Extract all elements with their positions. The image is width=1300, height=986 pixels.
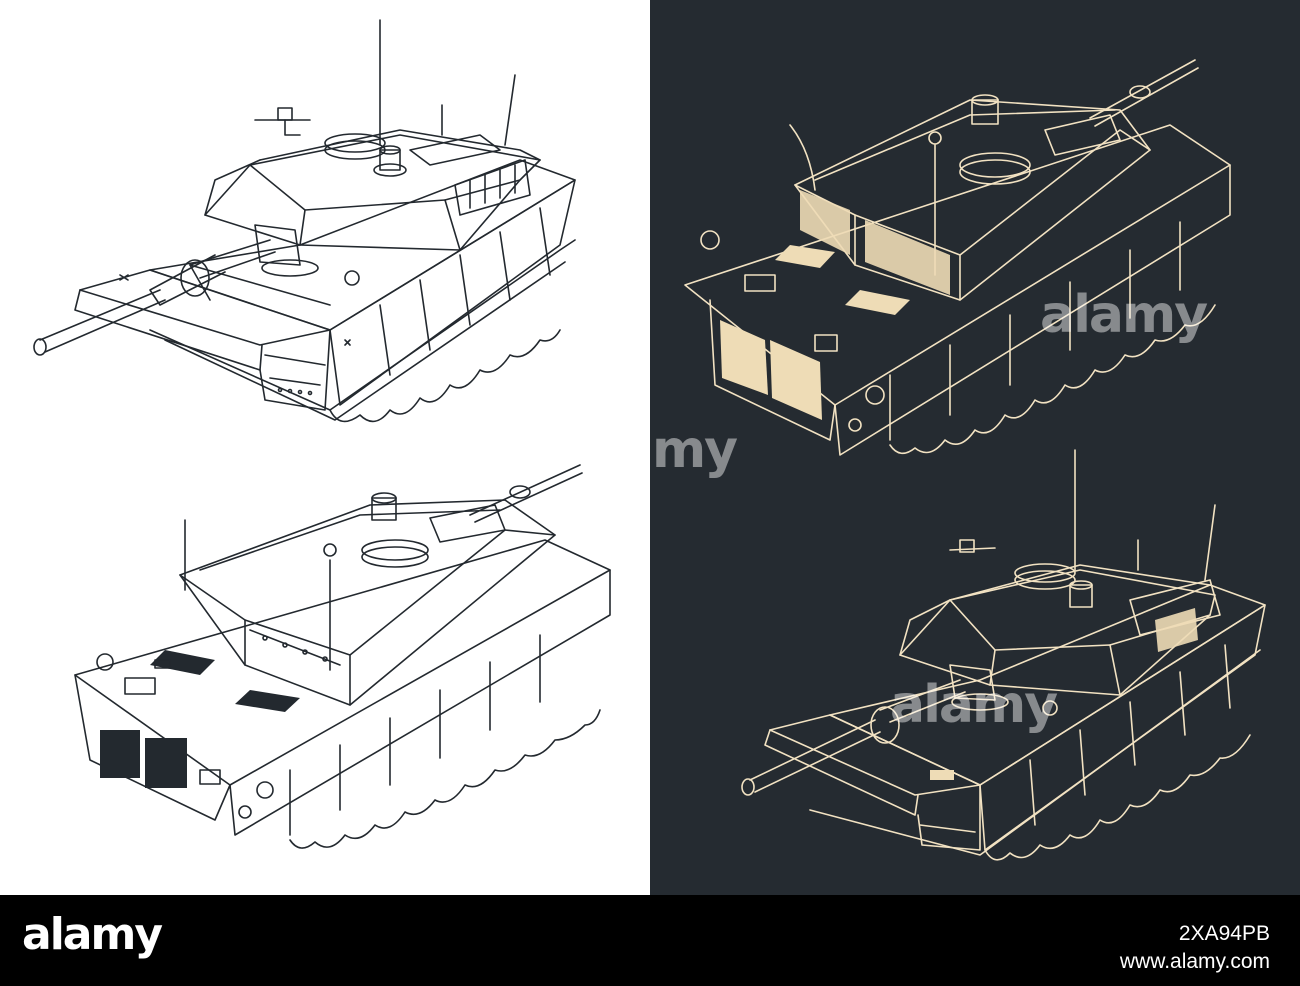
tank-illustration-front-light <box>33 19 576 423</box>
site-url: www.alamy.com <box>1119 950 1270 973</box>
watermark-center: alamy <box>1040 285 1208 345</box>
dark-panel <box>650 0 1300 895</box>
alamy-logo: alamy <box>22 909 163 960</box>
watermark-left-edge: my <box>652 420 738 480</box>
tank-illustration-rear-dark <box>684 59 1231 456</box>
tank-illustration-front-dark <box>741 449 1266 861</box>
footer-bar: alamy 2XA94PB www.alamy.com <box>0 895 1300 986</box>
image-id: 2XA94PB <box>1178 922 1270 945</box>
tank-illustration-rear-light <box>74 464 611 849</box>
watermark-lower: alamy <box>890 675 1058 735</box>
artboard: alamy my alamy <box>0 0 1300 895</box>
